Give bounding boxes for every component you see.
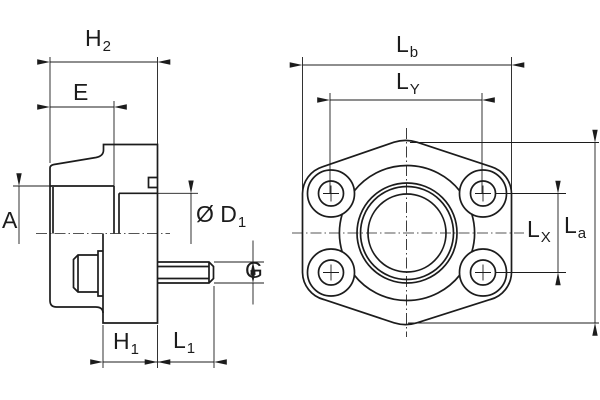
bore-circle-mid xyxy=(359,185,455,281)
bolt-centermark xyxy=(323,264,339,281)
oring-groove xyxy=(147,176,158,189)
body-outline xyxy=(49,143,159,324)
dim-label-la: La xyxy=(564,212,587,242)
dim-label-lb: Lb xyxy=(396,31,419,61)
dim-label-g: G xyxy=(245,257,263,283)
bolt-boss xyxy=(306,248,356,297)
bolt-centermark xyxy=(475,185,491,202)
dim-label-h2: H2 xyxy=(85,25,111,55)
front-view xyxy=(289,57,599,337)
washer-outline xyxy=(97,250,103,297)
bolt-boss xyxy=(306,169,356,218)
flange-outline xyxy=(301,139,513,326)
dim-label-e: E xyxy=(73,79,89,105)
bolt-centermark xyxy=(323,185,339,202)
bolt-hole xyxy=(469,259,497,286)
dim-label-a: A xyxy=(2,207,18,233)
head-outline xyxy=(72,254,98,293)
dim-label-h1: H1 xyxy=(113,328,139,358)
side-view xyxy=(13,57,264,368)
raised-face-contour xyxy=(338,164,476,302)
bolt-hole xyxy=(317,259,345,286)
stud-outline xyxy=(157,261,215,284)
stud xyxy=(157,261,215,284)
bolt-hole xyxy=(469,180,497,207)
bolt-centermark xyxy=(475,264,491,281)
dim-label-d1: Ø D1 xyxy=(196,201,247,231)
dim-label-lx: LX xyxy=(527,216,551,246)
bolt-head xyxy=(72,250,103,297)
dim-label-ly: LY xyxy=(396,68,420,98)
dim-label-l1: L1 xyxy=(173,327,196,357)
bolt-hole xyxy=(317,180,345,207)
